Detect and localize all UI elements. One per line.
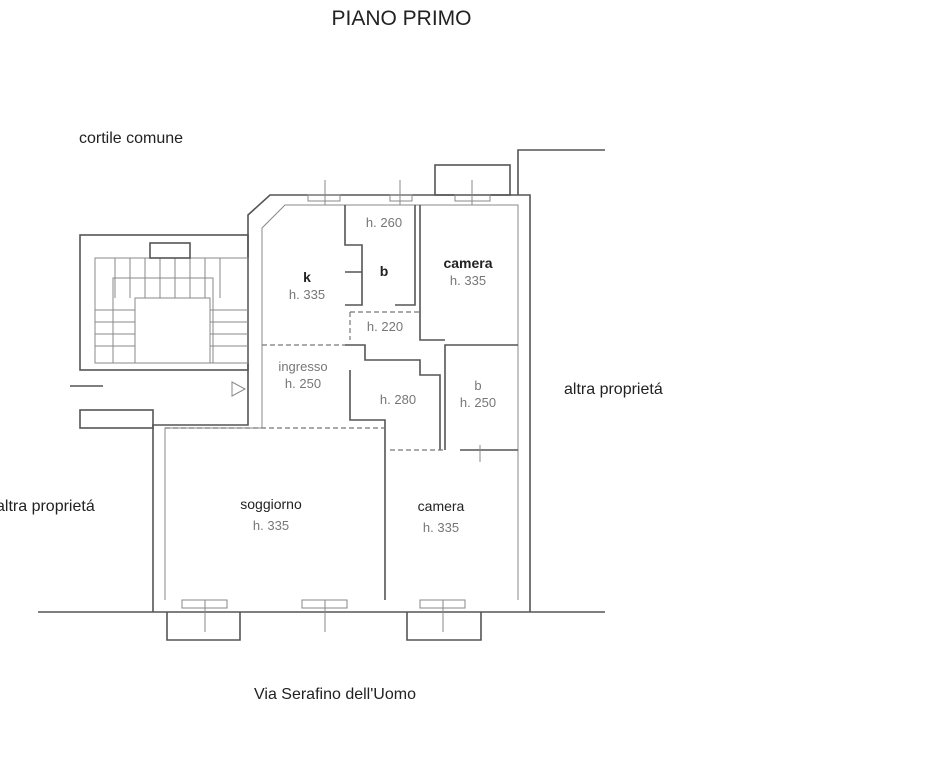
room-corridor-280: h. 280 [379, 392, 417, 407]
landing-wall [79, 409, 154, 429]
label-street: Via Serafino dell'Uomo [254, 686, 416, 703]
entrance-arrow-icon [231, 381, 247, 397]
wall-soggiorno-right [349, 370, 386, 600]
balcony-bottom-right [406, 612, 482, 641]
boundary-line-top-right [517, 149, 605, 195]
label-left-property: altra proprietá [0, 498, 95, 515]
label-right-property: altra proprietá [564, 381, 663, 398]
wall-k-b [344, 205, 363, 306]
wall-bath2 [444, 344, 518, 450]
wall-corridor [345, 344, 441, 450]
wall-b-camera [395, 205, 416, 306]
windows [181, 180, 491, 632]
page-title: PIANO PRIMO [331, 7, 472, 30]
staircase [79, 234, 249, 397]
room-hallway-220: h. 220 [366, 319, 404, 334]
balcony-bottom-left [166, 612, 241, 641]
label-courtyard: cortile comune [79, 130, 184, 147]
wall-camera-left [419, 205, 445, 341]
